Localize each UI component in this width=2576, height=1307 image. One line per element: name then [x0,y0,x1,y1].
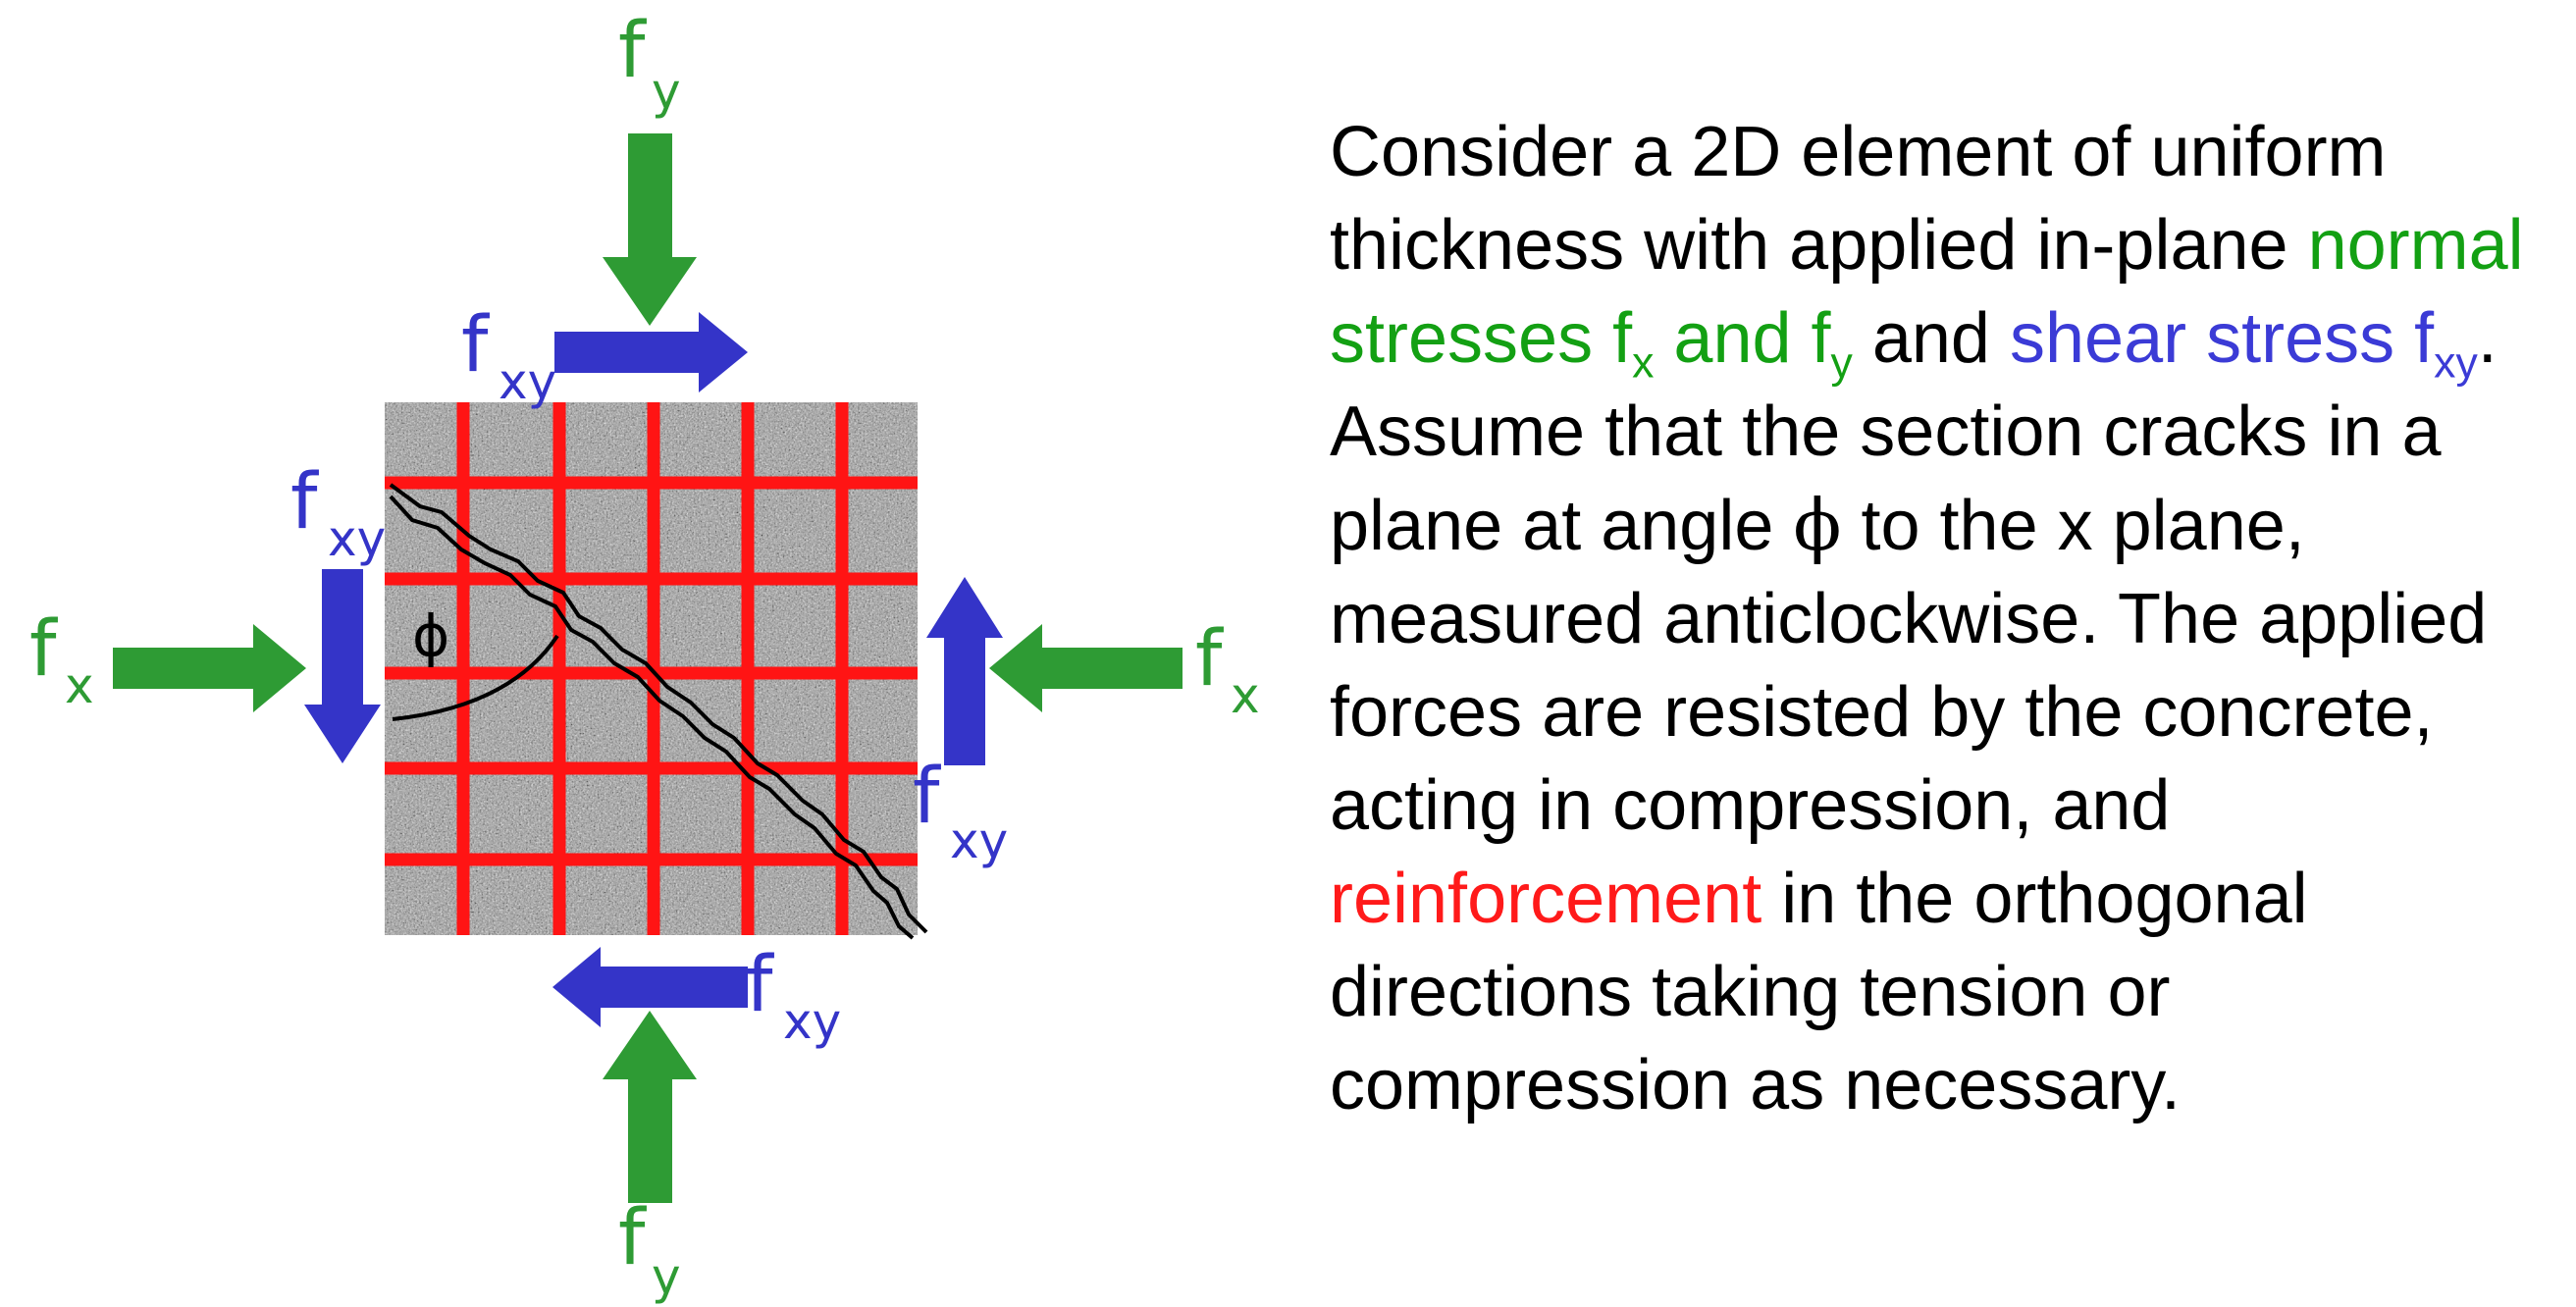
svg-text:x: x [65,657,94,714]
svg-text:f: f [290,458,319,547]
text-line-2: . Assume that the section cracks in a pl… [1330,299,2497,565]
normal-stresses-text: normal stresses fx and fy [1330,206,2524,388]
svg-text:xy: xy [950,812,1008,869]
text-line-4: in the orthogonal directions taking tens… [1330,860,2308,1124]
phi-label: ϕ [412,602,449,669]
compression-arrow-icon [113,133,1183,1203]
text-line-3: to the x plane, measured anticlockwise. … [1330,487,2488,845]
fx-left-label: f x [29,605,94,714]
svg-text:f: f [746,941,774,1029]
svg-text:xy: xy [499,353,556,410]
shear-arrow-icon [304,312,1003,1027]
description-paragraph: Consider a 2D element of uniform thickne… [1330,106,2556,1132]
svg-text:f: f [618,7,647,95]
description-text: Consider a 2D element of uniform thickne… [1330,106,2556,1132]
phi-symbol: ϕ [1793,484,1842,566]
svg-text:f: f [1195,615,1224,704]
svg-text:f: f [461,301,490,390]
fxy-top-label: f xy [461,301,556,410]
shear-stress-text: shear stress fxy [2009,299,2478,388]
and-text: and [1852,299,2010,378]
svg-text:f: f [618,1194,647,1282]
fxy-left-label: f xy [290,458,386,567]
stress-element-diagram: ϕ f y f y f x f x f xy [29,7,1260,1305]
reinforcement-text: reinforcement [1330,860,1762,938]
angle-arc-icon [392,634,559,721]
crack-line-icon [389,483,928,940]
svg-text:y: y [652,63,681,120]
svg-text:f: f [913,753,941,841]
svg-text:xy: xy [783,993,841,1050]
fy-bottom-label: f y [618,1194,681,1305]
fy-top-label: f y [618,7,681,120]
fx-right-label: f x [1195,615,1260,724]
reinforcement-grid [385,402,918,935]
svg-text:x: x [1231,667,1260,724]
svg-text:y: y [652,1248,681,1305]
svg-text:f: f [29,605,58,694]
fxy-right-label: f xy [913,753,1008,869]
text-line-1: Consider a 2D element of uniform thickne… [1330,113,2387,285]
svg-text:xy: xy [328,510,386,567]
fxy-bottom-label: f xy [746,941,841,1050]
